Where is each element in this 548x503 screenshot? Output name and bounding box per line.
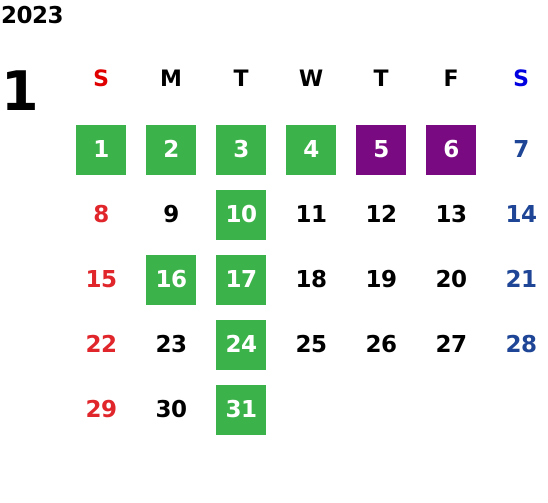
calendar-day[interactable]: 10 (216, 190, 266, 240)
calendar-day[interactable]: 29 (85, 397, 117, 423)
weekday-header: T (373, 67, 389, 92)
calendar-day[interactable]: 16 (146, 255, 196, 305)
weekday-header: T (233, 67, 249, 92)
calendar-day[interactable]: 25 (295, 332, 327, 358)
weekday-header: M (160, 67, 182, 92)
calendar-day[interactable]: 18 (295, 267, 327, 293)
calendar-day[interactable]: 7 (513, 137, 529, 163)
weekday-header: F (443, 67, 459, 92)
calendar-day[interactable]: 27 (435, 332, 467, 358)
year-label: 2023 (1, 3, 64, 29)
calendar-day[interactable]: 22 (85, 332, 117, 358)
calendar-day[interactable]: 24 (216, 320, 266, 370)
calendar-day[interactable]: 14 (505, 202, 537, 228)
calendar-day[interactable]: 1 (76, 125, 126, 175)
calendar-day[interactable]: 23 (155, 332, 187, 358)
calendar-day[interactable]: 13 (435, 202, 467, 228)
calendar-day[interactable]: 15 (85, 267, 117, 293)
month-label: 1 (1, 60, 39, 123)
calendar-day[interactable]: 31 (216, 385, 266, 435)
calendar-day[interactable]: 6 (426, 125, 476, 175)
weekday-header: S (513, 67, 529, 92)
calendar-day[interactable]: 20 (435, 267, 467, 293)
calendar-day[interactable]: 11 (295, 202, 327, 228)
weekday-header: W (298, 67, 324, 92)
calendar-day[interactable]: 4 (286, 125, 336, 175)
calendar-day[interactable]: 17 (216, 255, 266, 305)
calendar-day[interactable]: 19 (365, 267, 397, 293)
calendar-day[interactable]: 21 (505, 267, 537, 293)
calendar-day[interactable]: 8 (93, 202, 109, 228)
calendar-day[interactable]: 9 (163, 202, 179, 228)
calendar-day[interactable]: 28 (505, 332, 537, 358)
calendar-day[interactable]: 26 (365, 332, 397, 358)
calendar-day[interactable]: 12 (365, 202, 397, 228)
calendar-day[interactable]: 2 (146, 125, 196, 175)
weekday-header: S (93, 67, 109, 92)
calendar-day[interactable]: 3 (216, 125, 266, 175)
calendar-day[interactable]: 5 (356, 125, 406, 175)
calendar-day[interactable]: 30 (155, 397, 187, 423)
